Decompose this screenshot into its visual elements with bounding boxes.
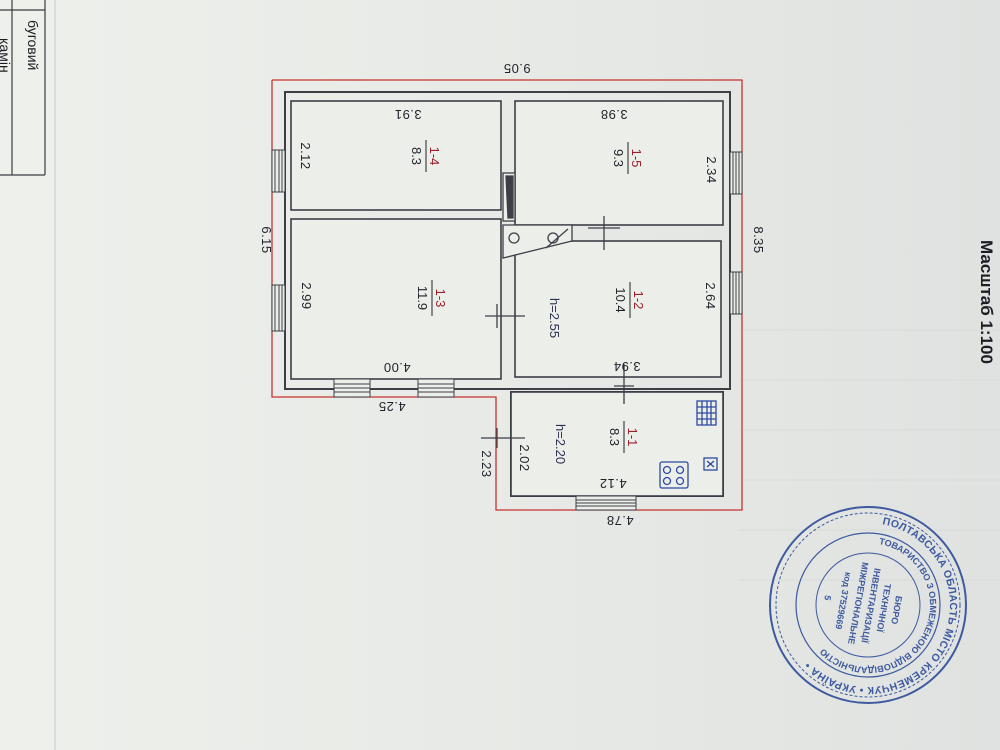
room-1-3-dim-b: 2.99	[299, 282, 314, 309]
corner-table: буговий камін	[0, 0, 46, 176]
room-1-1-area: 8.3	[607, 428, 622, 446]
room-1-1-dim-a: 4.12	[599, 476, 626, 491]
room-1-2-id: 1-2	[631, 291, 646, 310]
boiler-box	[703, 457, 718, 471]
room-1-4: 3.91 2.12 1-4 8.3	[298, 107, 442, 172]
room-1-4-area: 8.3	[409, 147, 424, 165]
room-1-3-dim-a: 4.00	[383, 360, 410, 375]
room-1-2: 3.94 2.64 h=2.55 1-2 10.4	[547, 282, 718, 374]
boundary-outline	[271, 79, 743, 511]
room-1-3-id: 1-3	[433, 289, 448, 308]
dim-right: 8.35	[751, 226, 766, 253]
paper-ruling	[740, 329, 1000, 581]
room-1-4-dim-b: 2.12	[298, 142, 313, 169]
room-1-3-outline	[290, 218, 502, 380]
dim-porch-left: 2.23	[479, 450, 494, 477]
room-1-5-dim-b: 2.34	[704, 156, 719, 183]
room-1-1: 4.12 2.02 h=2.20 1-1 8.3	[517, 421, 640, 491]
stamp-number: 5	[822, 595, 833, 602]
corner-table-row2: камін	[0, 38, 13, 73]
room-1-3-area: 11.9	[415, 286, 430, 310]
room-1-5: 3.98 2.34 1-5 9.3	[600, 107, 719, 184]
doors	[481, 216, 634, 448]
room-1-5-area: 9.3	[611, 149, 626, 167]
room-walls	[290, 100, 724, 497]
room-1-5-outline	[514, 100, 724, 226]
room-1-2-outline	[514, 240, 722, 378]
windows	[271, 149, 743, 511]
room-1-5-dim-a: 3.98	[600, 107, 627, 122]
room-1-4-outline	[290, 100, 502, 211]
stamp-seal: ПОЛТАВСЬКА ОБЛАСТЬ МІСТО КРЕМЕНЧУК • УКР…	[769, 506, 974, 710]
room-1-5-id: 1-5	[629, 149, 644, 168]
scale-label: Масштаб 1:100	[977, 240, 996, 364]
stair-area	[502, 172, 573, 259]
room-1-4-id: 1-4	[427, 147, 442, 166]
room-1-1-dim-b: 2.02	[517, 444, 532, 471]
room-1-2-height: h=2.55	[547, 298, 562, 338]
dim-top: 9.05	[503, 61, 530, 76]
kitchen-fixtures	[659, 400, 718, 489]
room-1-1-height: h=2.20	[553, 424, 568, 464]
room-1-2-dim-a: 3.94	[613, 359, 640, 374]
room-1-4-dim-a: 3.91	[394, 107, 421, 122]
dim-bottom-right: 4.78	[606, 513, 633, 528]
room-1-3: 4.00 2.99 1-3 11.9	[299, 280, 448, 375]
room-1-2-area: 10.4	[613, 287, 628, 312]
dim-bottom-left: 4.25	[378, 399, 405, 414]
room-1-1-id: 1-1	[625, 428, 640, 447]
corner-table-row1: буговий	[25, 20, 41, 70]
stove	[659, 461, 689, 489]
room-1-2-dim-b: 2.64	[703, 282, 718, 309]
stamp-line1: БЮРО	[889, 595, 904, 625]
dim-left: 6.15	[259, 226, 274, 253]
